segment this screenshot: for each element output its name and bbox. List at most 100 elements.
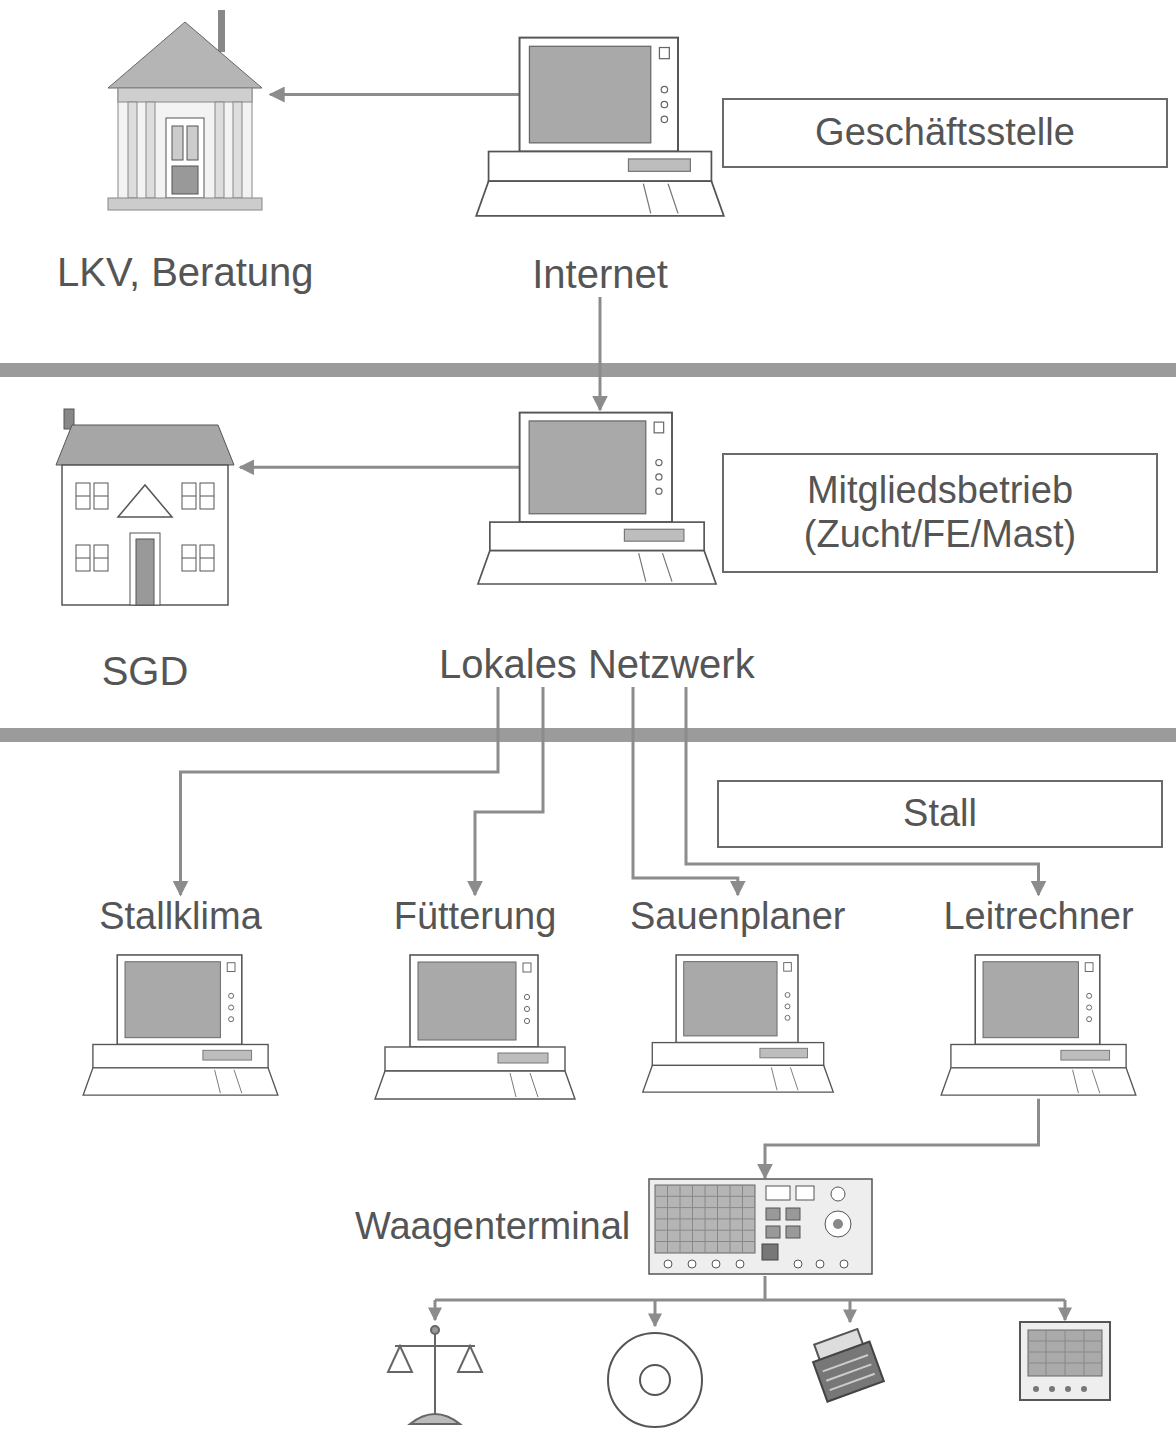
computer-icon	[370, 953, 580, 1103]
drawing-part	[1085, 962, 1093, 971]
connector-arrow	[270, 93, 519, 96]
drawing-part	[489, 152, 712, 182]
drawing-part	[1073, 1069, 1100, 1092]
drawing-part	[760, 1048, 808, 1058]
drawing-part	[664, 1260, 672, 1268]
drawing-part	[825, 1211, 851, 1237]
drawing-part	[233, 102, 242, 198]
drawing-part	[182, 483, 196, 509]
drawing-part	[656, 460, 662, 466]
drawing-part	[766, 1186, 790, 1200]
drawing-part	[951, 1044, 1126, 1067]
node-label: Geschäftsstelle	[815, 111, 1075, 155]
drawing-part	[182, 545, 196, 571]
drawing-part	[766, 1226, 780, 1238]
display-screen	[1028, 1330, 1102, 1376]
drawing-part	[490, 522, 704, 551]
computer-node: Fütterung	[370, 895, 580, 1103]
drawing-part	[1061, 1050, 1110, 1060]
drawing-part	[659, 48, 669, 59]
drawing-part	[418, 962, 516, 1040]
drawing-part	[146, 102, 155, 198]
wire-arrow	[849, 1300, 852, 1322]
drawing-part	[688, 1260, 696, 1268]
node-label: LKV, Beratung	[57, 249, 314, 295]
level-separator	[0, 363, 1176, 377]
display-button	[1081, 1386, 1087, 1392]
computer-icon	[638, 953, 838, 1096]
drawing-part	[655, 1185, 755, 1253]
connector-arrow	[181, 687, 499, 895]
drawing-part	[783, 962, 791, 971]
printer-lines	[823, 1355, 875, 1390]
drawing-part	[200, 545, 214, 571]
drawing-part	[108, 22, 262, 88]
drawing-part	[56, 425, 234, 465]
disc-icon	[608, 1333, 702, 1427]
wire-arrow	[434, 1300, 437, 1320]
computer-node: Leitrechner	[936, 895, 1141, 1099]
drawing-part	[639, 553, 672, 582]
computer-icon	[472, 410, 722, 589]
house-icon	[50, 405, 240, 610]
drawing-part	[794, 1260, 802, 1268]
display-icon	[1020, 1322, 1110, 1400]
drawing-part	[840, 1260, 848, 1268]
drawing-part	[94, 483, 108, 509]
wire-arrow	[654, 1300, 657, 1326]
drawing-part	[203, 1050, 252, 1060]
drawing-part	[520, 38, 678, 152]
drawing-part	[831, 1187, 845, 1201]
computer-node: Sauenplaner	[630, 895, 846, 1096]
drawing-part	[624, 529, 684, 541]
drawing-part	[983, 961, 1078, 1037]
drawing-part	[649, 1179, 872, 1274]
drawing-part	[187, 126, 198, 160]
drawing-part	[118, 88, 252, 102]
drawing-part	[676, 955, 798, 1043]
drawing-part	[643, 184, 678, 214]
display-button	[1049, 1386, 1055, 1392]
drawing-part	[529, 46, 650, 143]
drawing-part	[76, 558, 90, 559]
drawing-part	[736, 1260, 744, 1268]
drawing-part	[1087, 1005, 1092, 1010]
display-grid	[1028, 1330, 1102, 1376]
disc-hole	[640, 1365, 670, 1395]
drawing-part	[166, 118, 204, 198]
drawing-part	[200, 496, 214, 497]
computer-node: Lokales Netzwerk	[439, 410, 755, 687]
drawing-part	[94, 496, 108, 497]
wire	[764, 1276, 767, 1300]
building-node: SGD	[50, 405, 240, 694]
terminal-node: Waagenterminal	[355, 1178, 873, 1275]
connector-arrow	[599, 297, 602, 410]
drawing-part	[229, 993, 234, 998]
terminal-device	[648, 1178, 873, 1275]
computer-node: Internet	[470, 35, 730, 297]
drawing-part	[410, 955, 538, 1047]
drawing-part	[385, 1047, 565, 1071]
scale-icon	[388, 1326, 482, 1424]
drawing-part	[661, 101, 667, 107]
computer-icon	[936, 953, 1141, 1099]
drawing-part	[93, 1044, 268, 1067]
drawing-part	[1087, 1016, 1092, 1021]
drawing-part	[654, 422, 664, 433]
drawing-part	[785, 992, 790, 997]
drawing-part	[227, 962, 235, 971]
drawing-part	[476, 181, 724, 216]
drawing-part	[76, 496, 90, 497]
wire-arrow	[1064, 1300, 1067, 1320]
computer-icon	[470, 35, 730, 221]
scale-base	[410, 1414, 460, 1424]
node-label: Leitrechner	[943, 895, 1133, 939]
drawing-part	[524, 994, 529, 999]
computer-icon	[78, 953, 283, 1099]
drawing-part	[643, 1065, 833, 1092]
printer-body	[813, 1342, 884, 1402]
drawing-part	[218, 10, 225, 52]
drawing-part	[529, 421, 646, 514]
drawing-part	[762, 1244, 778, 1260]
